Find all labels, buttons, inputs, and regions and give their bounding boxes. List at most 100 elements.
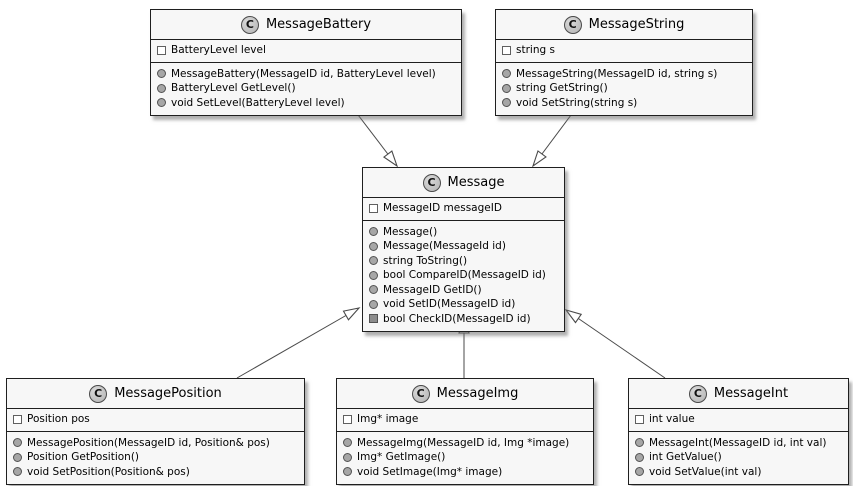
member-row: void SetID(MessageID id) <box>369 297 558 312</box>
member-text: MessageID messageID <box>383 202 502 214</box>
class-icon: C <box>422 173 441 192</box>
member-row: MessageBattery(MessageID id, BatteryLeve… <box>157 67 455 82</box>
method-icon <box>635 467 644 477</box>
field-icon <box>635 414 644 424</box>
member-row: Img* image <box>343 412 587 427</box>
member-row: BatteryLevel GetLevel() <box>157 81 455 96</box>
member-row: Img* GetImage() <box>343 450 587 465</box>
member-text: void SetValue(int val) <box>649 465 762 478</box>
member-text: Message(MessageId id) <box>383 240 506 252</box>
attributes-compartment: string s <box>496 40 752 63</box>
member-row: void SetLevel(BatteryLevel level) <box>157 96 455 111</box>
member-row: int value <box>635 412 842 427</box>
method-icon <box>343 452 352 462</box>
method-icon <box>502 69 511 79</box>
method-square-icon <box>369 314 378 324</box>
class-icon: C <box>411 384 430 403</box>
methods-compartment: MessageString(MessageID id, string s)str… <box>496 63 752 116</box>
methods-compartment: MessageImg(MessageID id, Img *image) Img*… <box>337 432 593 485</box>
attributes-compartment: Position pos <box>7 409 304 432</box>
method-icon <box>157 98 166 108</box>
methods-compartment: MessageInt(MessageID id, int val) int Get… <box>629 432 848 485</box>
field-icon <box>13 414 22 424</box>
class-title: C MessageInt <box>629 379 848 409</box>
generalization-edge-messageposition-to-message <box>236 307 361 379</box>
member-row: string GetString() <box>502 81 746 96</box>
method-icon <box>369 270 378 280</box>
member-text: BatteryLevel level <box>171 44 266 56</box>
member-row: void SetValue(int val) <box>635 465 842 480</box>
member-text: MessagePosition(MessageID id, Position& … <box>27 436 270 449</box>
method-icon <box>157 69 166 79</box>
member-row: Position pos <box>13 412 298 427</box>
class-box-messagebattery: C MessageBattery BatteryLevel level Mess… <box>150 9 462 116</box>
field-icon <box>157 45 166 55</box>
class-box-messageimg: C MessageImg Img* image MessageImg(Messa… <box>336 378 594 485</box>
member-text: BatteryLevel GetLevel() <box>171 82 296 94</box>
member-row: string ToString() <box>369 254 558 269</box>
class-box-message: C Message MessageID messageID Message()M… <box>362 167 565 332</box>
generalization-edge-messageint-to-message <box>564 309 666 379</box>
member-text: void SetPosition(Position& pos) <box>27 465 190 478</box>
member-row: string s <box>502 43 746 58</box>
generalization-edge-messagestring-to-message <box>531 106 578 168</box>
member-text: Position pos <box>27 413 90 425</box>
class-icon: C <box>688 384 707 403</box>
member-row: BatteryLevel level <box>157 43 455 58</box>
member-text: Img* image <box>357 413 419 425</box>
method-icon <box>502 83 511 93</box>
member-row: void SetImage(Img* image) <box>343 465 587 480</box>
class-name: Message <box>447 175 505 190</box>
member-row: MessageID messageID <box>369 201 558 216</box>
member-text: Img* GetImage() <box>357 451 446 463</box>
methods-compartment: MessagePosition(MessageID id, Position& … <box>7 432 304 485</box>
member-text: Message() <box>383 225 438 238</box>
member-text: int value <box>649 413 695 425</box>
class-icon: C <box>89 384 108 403</box>
member-row: Position GetPosition() <box>13 450 298 465</box>
member-text: bool CheckID(MessageID id) <box>383 312 531 325</box>
attributes-compartment: MessageID messageID <box>363 198 564 221</box>
member-text: MessageImg(MessageID id, Img *image) <box>357 436 570 449</box>
member-text: void SetID(MessageID id) <box>383 298 516 310</box>
class-title: C MessageImg <box>337 379 593 409</box>
field-icon <box>369 203 378 213</box>
member-text: MessageID GetID() <box>383 283 482 296</box>
method-icon <box>369 241 378 251</box>
class-icon: C <box>563 15 582 34</box>
member-text: string s <box>516 44 555 56</box>
class-box-messagestring: C MessageString string s MessageString(M… <box>495 9 753 116</box>
member-text: int GetValue() <box>649 451 722 463</box>
method-icon <box>343 438 352 448</box>
class-title: C MessagePosition <box>7 379 304 409</box>
member-text: Position GetPosition() <box>27 451 140 463</box>
attributes-compartment: BatteryLevel level <box>151 40 461 63</box>
class-name: MessageBattery <box>265 17 372 32</box>
member-row: bool CompareID(MessageID id) <box>369 268 558 283</box>
member-row: int GetValue() <box>635 450 842 465</box>
member-text: MessageInt(MessageID id, int val) <box>649 436 827 449</box>
method-icon <box>13 467 22 477</box>
generalization-edge-messagebattery-to-message <box>351 106 399 168</box>
class-name: MessagePosition <box>114 386 222 401</box>
class-box-messageint: C MessageInt int value MessageInt(Messag… <box>628 378 849 485</box>
member-row: MessageInt(MessageID id, int val) <box>635 436 842 451</box>
class-title: C MessageBattery <box>151 10 461 40</box>
member-text: void SetImage(Img* image) <box>357 465 503 478</box>
member-row: void SetPosition(Position& pos) <box>13 465 298 480</box>
methods-compartment: Message() Message(MessageId id) string ToS… <box>363 221 564 332</box>
member-row: Message(MessageId id) <box>369 239 558 254</box>
member-row: MessageString(MessageID id, string s) <box>502 67 746 82</box>
method-icon <box>343 467 352 477</box>
member-text: void SetLevel(BatteryLevel level) <box>171 96 345 109</box>
method-icon <box>369 285 378 295</box>
method-icon <box>369 256 378 266</box>
attributes-compartment: Img* image <box>337 409 593 432</box>
member-row: Message() <box>369 225 558 240</box>
method-icon <box>635 452 644 462</box>
method-icon <box>635 438 644 448</box>
class-name: MessageInt <box>713 386 789 401</box>
member-row: bool CheckID(MessageID id) <box>369 312 558 327</box>
